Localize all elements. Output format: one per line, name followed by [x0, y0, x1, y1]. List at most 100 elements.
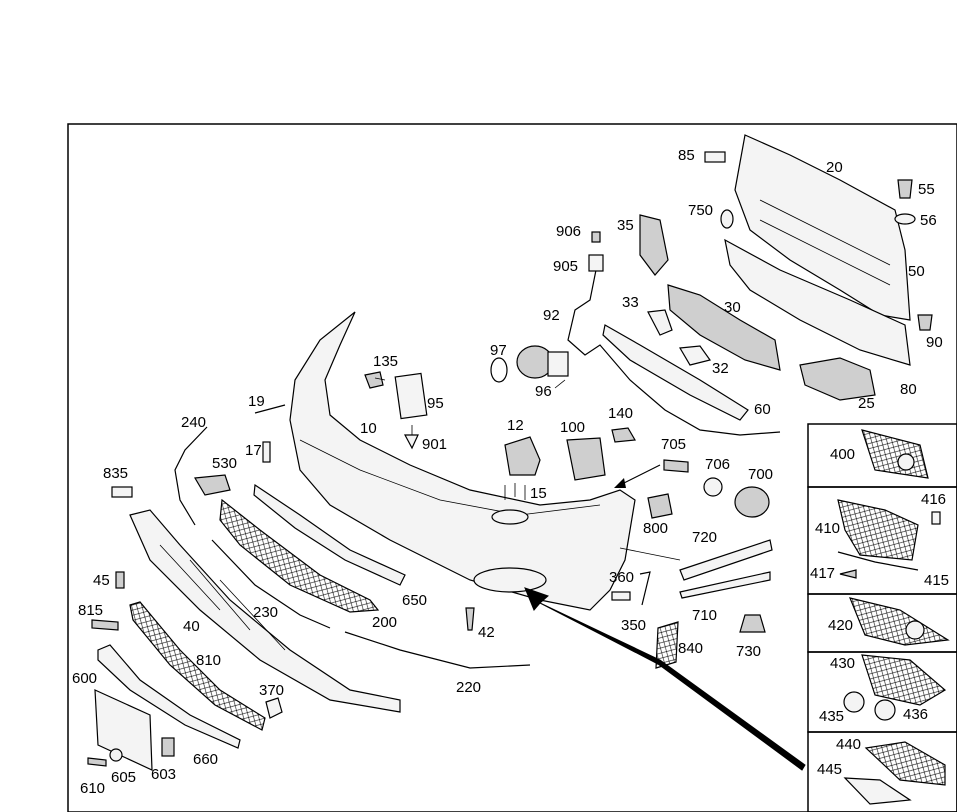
label-810: 810: [196, 652, 221, 669]
label-85: 85: [678, 147, 695, 164]
label-97: 97: [490, 342, 507, 359]
label-901: 901: [422, 436, 447, 453]
label-40: 40: [183, 618, 200, 635]
part-720: [679, 539, 773, 581]
part-840: [655, 621, 679, 669]
detail-panels: [807, 423, 957, 812]
part-835: [111, 486, 133, 498]
label-436: 436: [903, 706, 928, 723]
label-10: 10: [360, 420, 377, 437]
label-603: 603: [151, 766, 176, 783]
label-100: 100: [560, 419, 585, 436]
part-230-trim: [211, 539, 331, 629]
part-440-grille: [864, 741, 946, 786]
part-905: [588, 254, 604, 272]
part-705: [663, 459, 689, 473]
part-650-strip: [253, 483, 406, 586]
part-800: [647, 493, 673, 519]
part-85: [704, 151, 726, 163]
part-95-module: [394, 372, 428, 420]
label-835: 835: [103, 465, 128, 482]
part-55: [897, 179, 913, 199]
label-400: 400: [830, 446, 855, 463]
label-530: 530: [212, 455, 237, 472]
pointer-arrow-small: [619, 464, 661, 486]
label-440: 440: [836, 736, 861, 753]
part-605: [109, 748, 123, 762]
part-56: [894, 213, 916, 225]
part-20-carrier: [734, 134, 911, 321]
part-15: [504, 483, 526, 500]
label-200: 200: [372, 614, 397, 631]
part-445-trim: [843, 777, 912, 805]
part-360: [639, 571, 651, 606]
label-45: 45: [93, 572, 110, 589]
part-135: [364, 371, 384, 389]
part-415-trim: [837, 551, 919, 571]
pointer-arrow-small-head: [614, 478, 626, 488]
label-140: 140: [608, 405, 633, 422]
part-730: [739, 614, 766, 633]
label-730: 730: [736, 643, 761, 660]
part-42: [465, 607, 475, 631]
part-60-strip: [602, 324, 749, 421]
label-800: 800: [643, 520, 668, 537]
label-90: 90: [926, 334, 943, 351]
part-90: [917, 314, 933, 331]
part-92-wiring: [567, 269, 781, 436]
part-420-grille: [849, 597, 950, 646]
part-32: [679, 345, 712, 366]
label-417: 417: [810, 565, 835, 582]
part-901: [403, 434, 419, 450]
label-350: 350: [621, 617, 646, 634]
label-35: 35: [617, 217, 634, 234]
label-42: 42: [478, 624, 495, 641]
label-17: 17: [245, 442, 262, 459]
part-810-mesh: [129, 601, 266, 731]
label-410: 410: [815, 520, 840, 537]
part-436: [874, 699, 896, 721]
label-706: 706: [705, 456, 730, 473]
label-220: 220: [456, 679, 481, 696]
part-700: [734, 486, 770, 518]
part-815: [91, 619, 119, 631]
part-410-grille: [837, 499, 919, 561]
part-600-plate: [97, 644, 241, 749]
part-435: [843, 691, 865, 713]
part-10-bumper-cover: [289, 311, 636, 611]
part-750: [720, 209, 734, 229]
label-650: 650: [402, 592, 427, 609]
part-12-bracket: [504, 436, 541, 476]
part-97-ring: [490, 357, 508, 383]
part-140: [611, 427, 636, 443]
label-12: 12: [507, 417, 524, 434]
label-20: 20: [826, 159, 843, 176]
label-430: 430: [830, 655, 855, 672]
part-50-carrier: [724, 238, 911, 366]
label-55: 55: [918, 181, 935, 198]
part-100-bracket: [566, 437, 606, 481]
label-750: 750: [688, 202, 713, 219]
label-96: 96: [535, 383, 552, 400]
part-25-bracket: [799, 357, 876, 401]
label-32: 32: [712, 360, 729, 377]
part-400-ring: [897, 453, 915, 471]
label-135: 135: [373, 353, 398, 370]
part-660-plate-holder: [94, 689, 153, 771]
part-610: [87, 757, 107, 767]
part-420-ring: [905, 620, 925, 640]
label-92: 92: [543, 307, 560, 324]
label-95: 95: [427, 395, 444, 412]
label-240: 240: [181, 414, 206, 431]
part-530: [194, 474, 231, 496]
diagram-frame: [67, 123, 957, 812]
part-370: [265, 697, 283, 719]
label-720: 720: [692, 529, 717, 546]
label-420: 420: [828, 617, 853, 634]
label-700: 700: [748, 466, 773, 483]
part-35-bracket: [639, 214, 669, 276]
label-600: 600: [72, 670, 97, 687]
label-660: 660: [193, 751, 218, 768]
label-605: 605: [111, 769, 136, 786]
